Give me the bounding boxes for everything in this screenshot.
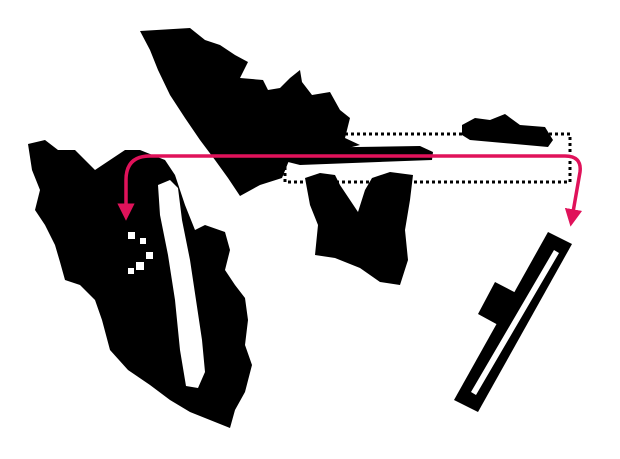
arrow-to-right-strip [380,154,583,227]
arrow-to-left-landmass [117,154,380,221]
building-marker [146,252,153,259]
building-marker [128,232,135,239]
left-landmass-inner-strip [158,180,205,388]
building-marker [136,262,144,270]
relocated-strip [454,232,572,412]
small-top-right-shape [462,114,553,147]
building-marker [128,268,134,274]
relocated-strip-inner-slot [471,250,559,395]
building-marker [140,238,146,244]
upper-landmass [140,28,360,196]
lower-middle-block [305,172,413,285]
